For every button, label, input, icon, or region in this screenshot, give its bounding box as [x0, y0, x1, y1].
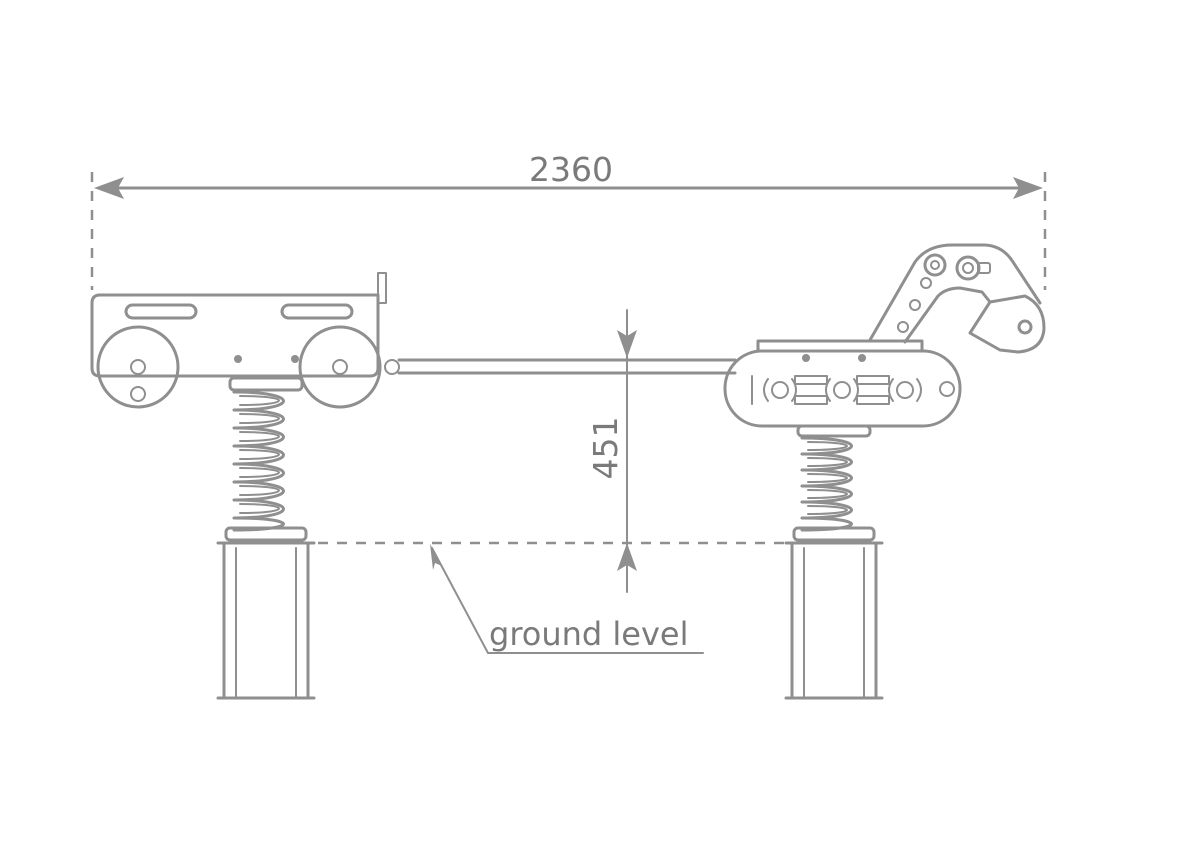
arm-pivot-main — [955, 255, 981, 281]
right-spring-coil — [800, 436, 853, 532]
right-spring-assembly — [784, 424, 884, 700]
excavator-arm-inner — [903, 286, 992, 344]
wagon-wheel-left-hub-bottom — [130, 386, 146, 402]
arm-hole-1 — [920, 277, 932, 289]
track-end-hub — [939, 381, 955, 397]
left-spring-base-plate — [224, 526, 308, 542]
track-wheel-1 — [771, 381, 789, 399]
track-link-1 — [794, 375, 828, 385]
track-details — [751, 375, 955, 405]
track-wheel-2 — [833, 381, 851, 399]
connecting-bar — [397, 358, 737, 375]
arm-pivot-top-inner — [930, 260, 940, 270]
track-arc-3 — [825, 378, 831, 402]
left-spring-assembly — [216, 376, 316, 700]
excavator-bolt-right — [858, 354, 866, 362]
left-spring-coil — [232, 390, 285, 532]
arrowhead-right — [1013, 177, 1043, 199]
wagon-back-post — [377, 272, 387, 304]
excavator-bucket — [968, 294, 1046, 354]
arm-pivot-top — [923, 253, 947, 277]
overall-width-value: 2360 — [529, 150, 613, 189]
track-arc-2 — [791, 378, 797, 402]
wagon-wheel-right-hub — [332, 359, 348, 375]
excavator-bolt-left — [802, 354, 810, 362]
arm-hole-3 — [897, 321, 909, 333]
arm-hole-2 — [909, 299, 921, 311]
wagon-unit — [90, 272, 400, 409]
track-arc-1 — [763, 378, 769, 402]
excavator-track — [723, 349, 962, 428]
overall-width-dimension: 2360 — [90, 150, 1047, 290]
arm-hydraulic-tab — [977, 262, 991, 274]
left-spring-inner — [239, 395, 280, 514]
ground-level-label: ground level — [489, 615, 688, 653]
arrowhead-left — [94, 177, 124, 199]
wagon-slot-right — [280, 303, 354, 320]
wagon-wheel-left — [96, 325, 180, 409]
wagon-bolt-left — [234, 355, 242, 363]
track-link-2 — [794, 395, 828, 405]
arrowhead-bottom — [617, 543, 637, 571]
arrowhead-top — [617, 330, 637, 358]
track-arc-6 — [916, 378, 922, 402]
right-spring-base-plate — [792, 526, 876, 542]
wagon-bolt-right — [291, 355, 299, 363]
seat-height-dimension: 451 — [586, 309, 637, 593]
bucket-pivot — [1017, 319, 1033, 335]
wagon-wheel-left-hub-top — [130, 359, 146, 375]
ground-leader-arrow — [430, 544, 442, 570]
wagon-body — [90, 293, 380, 378]
track-arc-4 — [853, 378, 859, 402]
track-link-3 — [856, 375, 890, 385]
coupling-joint — [384, 359, 400, 375]
excavator-unit — [723, 243, 1046, 428]
track-wheel-3 — [896, 381, 914, 399]
wagon-slot-left — [124, 303, 198, 320]
right-spring-top-plate — [796, 424, 872, 438]
left-spring-top-plate — [228, 376, 304, 392]
ground-level-indicator: ground level — [318, 541, 785, 654]
seat-height-value: 451 — [586, 417, 625, 480]
track-link-4 — [856, 395, 890, 405]
arm-pivot-main-inner — [962, 262, 974, 274]
right-spring-inner — [807, 441, 848, 515]
wagon-wheel-right — [298, 325, 382, 409]
excavator-arm-outer — [868, 243, 1042, 342]
track-arc-5 — [888, 378, 894, 402]
